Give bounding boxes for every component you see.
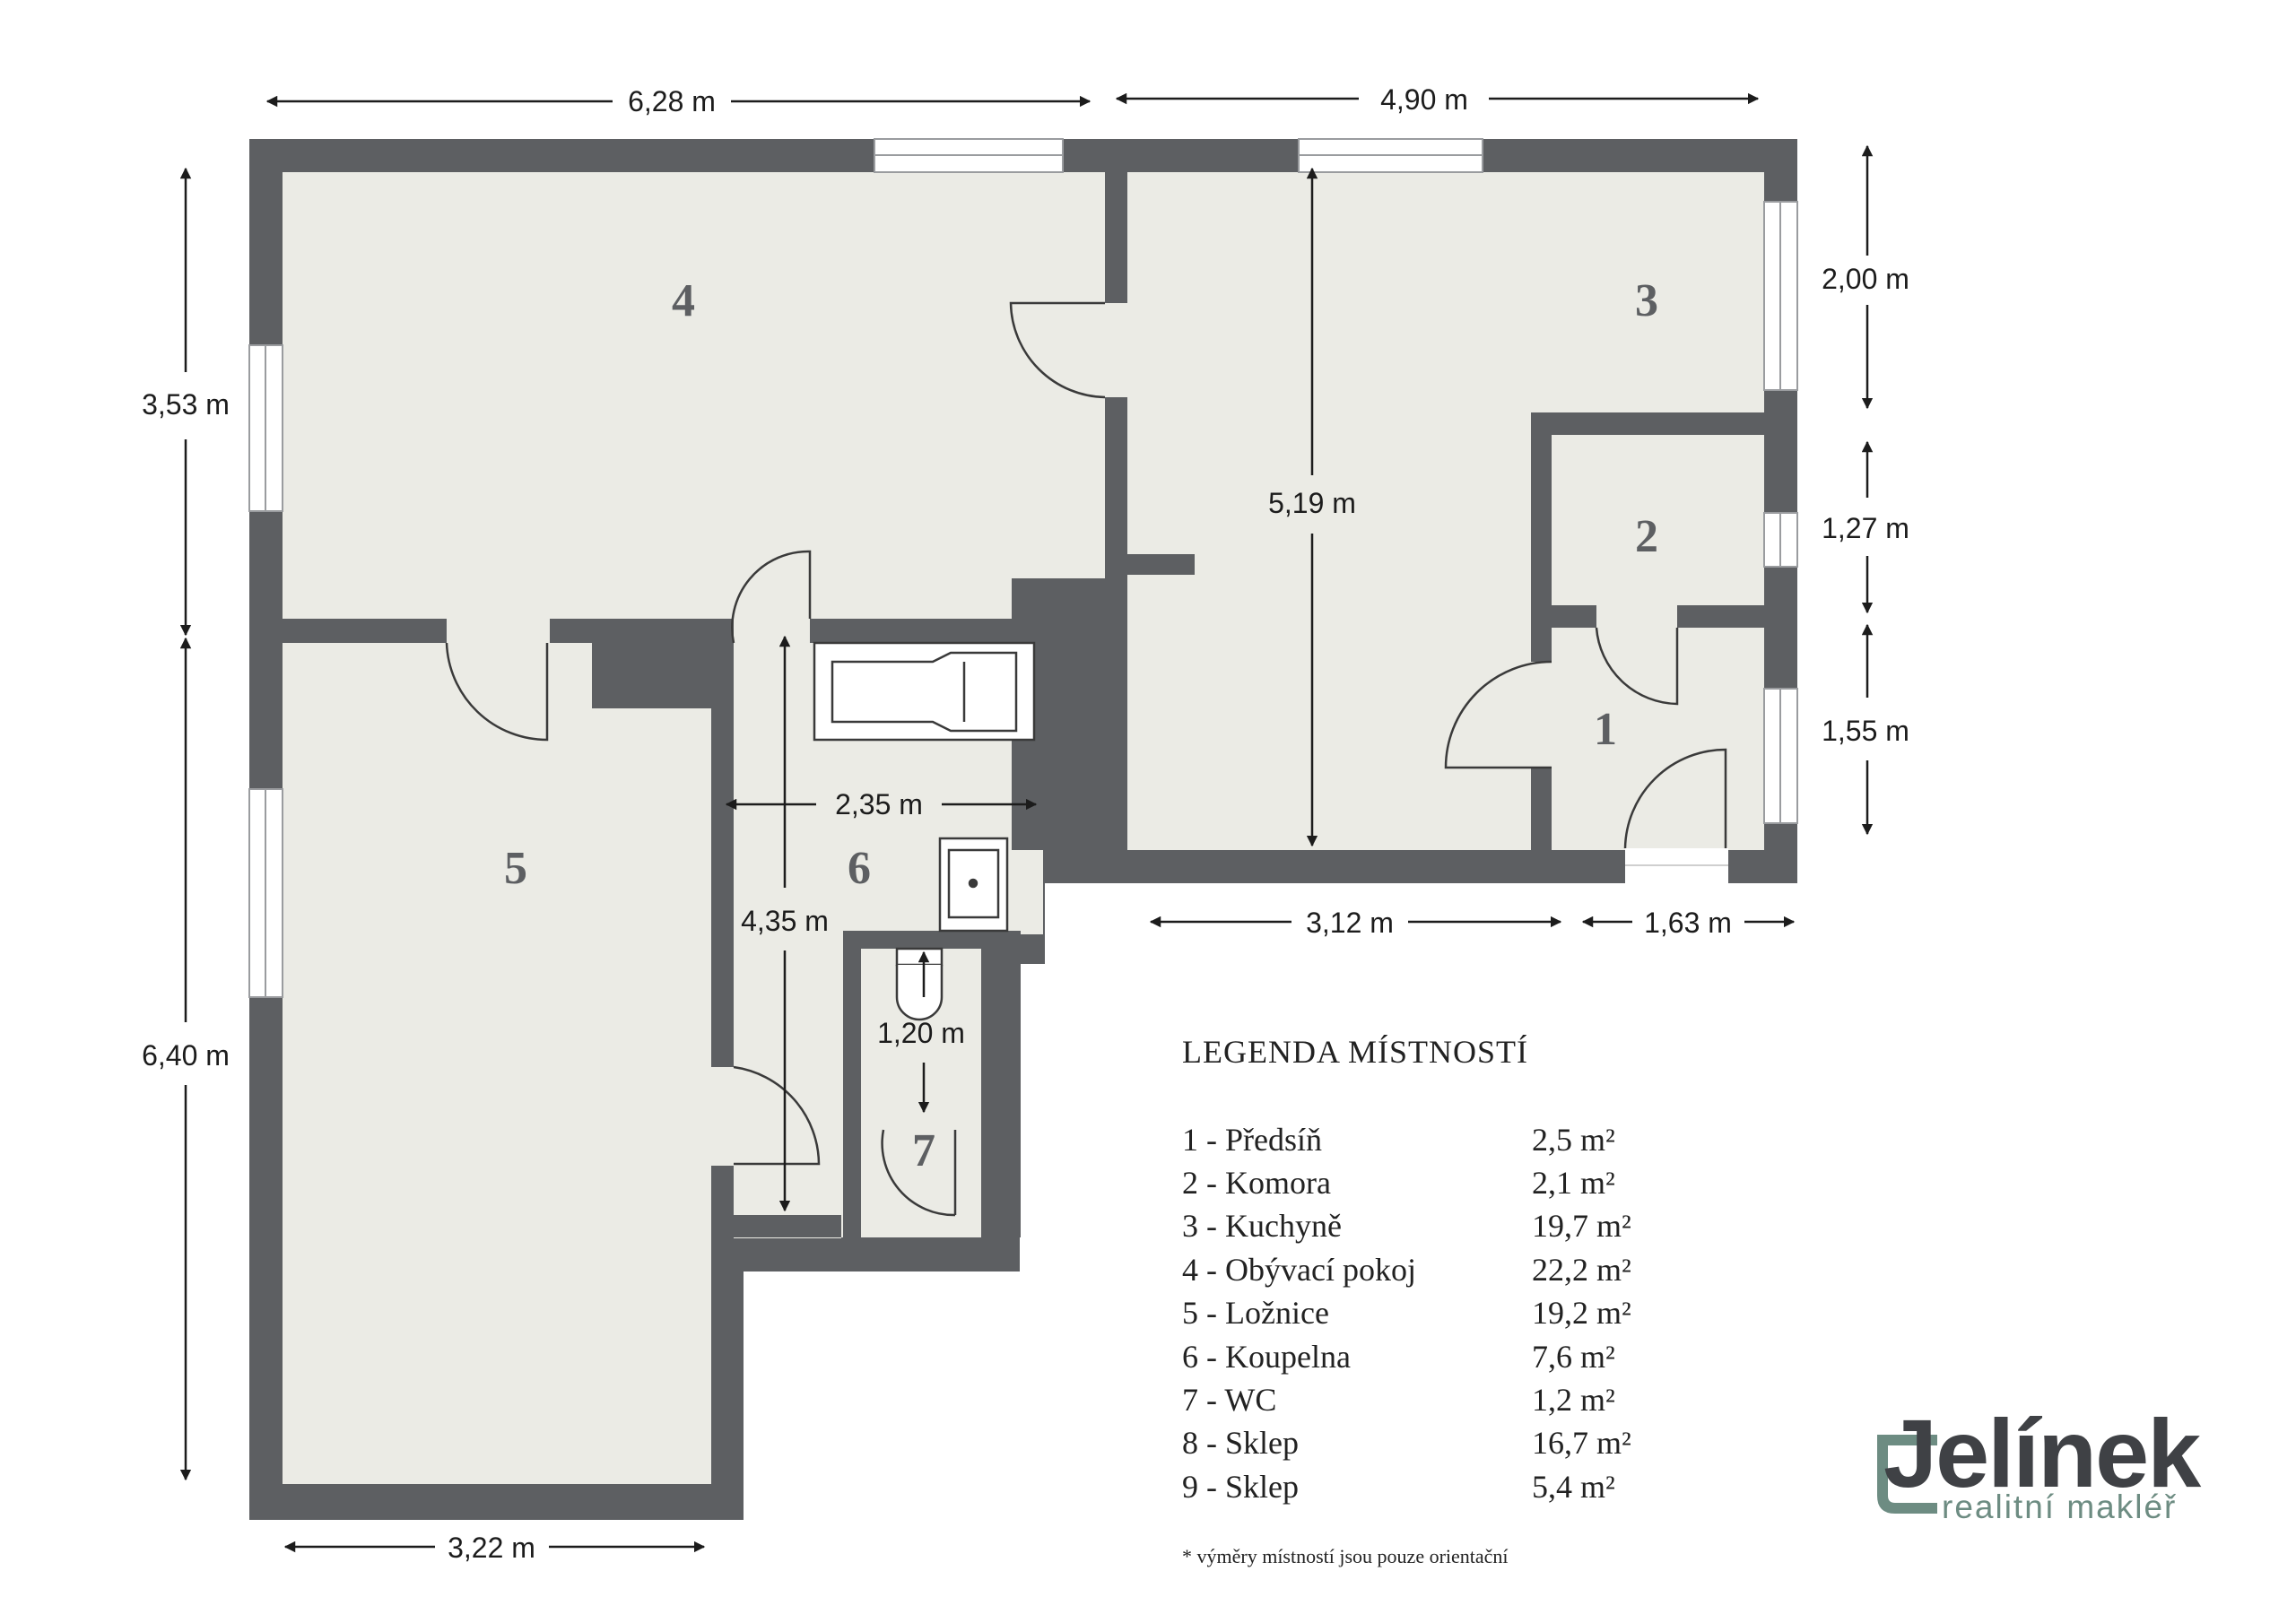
- floor-room-4: [283, 172, 1105, 619]
- dim-bottom-mid: 3,12 m: [1306, 907, 1394, 939]
- windows: [248, 138, 1798, 998]
- doors: [445, 301, 1728, 1217]
- dim-kitchen-height: 5,19 m: [1268, 487, 1356, 519]
- room-number-5: 5: [504, 843, 527, 894]
- door-bathroom: [731, 550, 812, 644]
- legend-item-area: 1,2 m²: [1532, 1382, 1615, 1418]
- interior-walls: [283, 172, 1764, 1484]
- legend-item-label: 2 - Komora: [1182, 1165, 1331, 1201]
- floor-room-5: [283, 643, 711, 1484]
- brand-mark-icon: [1877, 1435, 1937, 1514]
- legend-item-label: 6 - Koupelna: [1182, 1339, 1351, 1375]
- legend-footnote: * výměry místností jsou pouze orientační: [1182, 1545, 1509, 1567]
- floor-room-1: [1552, 628, 1764, 850]
- legend-item-area: 2,1 m²: [1532, 1165, 1615, 1201]
- toilet-icon: [895, 947, 944, 1021]
- dim-right-1: 2,00 m: [1822, 263, 1909, 295]
- brand-name: Jelínek: [1883, 1399, 2202, 1507]
- floor-room-2: [1552, 435, 1764, 605]
- legend-item-area: 22,2 m²: [1532, 1252, 1631, 1288]
- dim-bottom-left: 3,22 m: [448, 1532, 535, 1564]
- room-number-2: 2: [1635, 511, 1658, 562]
- door-wc: [881, 1129, 957, 1217]
- room-floors: [283, 172, 1764, 1484]
- door-bath-bedroom: [733, 1065, 821, 1166]
- legend-list: 1 - Předsíň 2,5 m² 2 - Komora 2,1 m² 3 -…: [1182, 1122, 1631, 1505]
- floor-room-3-lower: [1127, 412, 1531, 850]
- legend-item-area: 2,5 m²: [1532, 1122, 1615, 1158]
- door-entrance: [1623, 748, 1727, 849]
- room-number-4: 4: [672, 275, 695, 326]
- door-bedroom: [445, 642, 549, 742]
- floor-room-3: [1127, 172, 1764, 412]
- legend-item-area: 16,7 m²: [1532, 1425, 1631, 1461]
- legend-item-label: 1 - Předsíň: [1182, 1122, 1322, 1158]
- dim-left-lower: 6,40 m: [142, 1039, 230, 1072]
- dim-bath-width: 2,35 m: [835, 788, 923, 820]
- door-storage: [1595, 627, 1679, 706]
- dim-bottom-right: 1,63 m: [1644, 907, 1732, 939]
- fixtures: [813, 641, 1036, 1021]
- room-number-1: 1: [1594, 704, 1617, 755]
- door-living-kitchen: [1009, 301, 1106, 399]
- brand-logo: Jelínek realitní makléř: [1877, 1399, 2204, 1525]
- legend-item-area: 7,6 m²: [1532, 1339, 1615, 1375]
- bathtub-icon: [813, 641, 1036, 742]
- legend-item-label: 7 - WC: [1182, 1382, 1276, 1418]
- room-number-3: 3: [1635, 275, 1658, 326]
- dimension-lines: [179, 92, 1874, 1553]
- legend-item-area: 19,7 m²: [1532, 1208, 1631, 1244]
- legend-item-label: 9 - Sklep: [1182, 1469, 1299, 1505]
- dim-right-3: 1,55 m: [1822, 715, 1909, 747]
- room-labels: 4 3 2 1 5 6 7: [504, 275, 1658, 1176]
- legend-title: LEGENDA MÍSTNOSTÍ: [1182, 1034, 1528, 1070]
- legend-item-label: 8 - Sklep: [1182, 1425, 1299, 1461]
- legend-item-label: 3 - Kuchyně: [1182, 1208, 1342, 1244]
- brand-tagline: realitní makléř: [1942, 1488, 2177, 1525]
- legend-item-area: 19,2 m²: [1532, 1295, 1631, 1331]
- dim-top-right: 4,90 m: [1380, 83, 1468, 116]
- room-number-7: 7: [912, 1125, 935, 1176]
- dim-right-2: 1,27 m: [1822, 512, 1909, 544]
- dim-bath-height: 4,35 m: [741, 905, 829, 937]
- dim-wc-height: 1,20 m: [877, 1017, 965, 1049]
- dimension-labels: 6,28 m 4,90 m 3,53 m 6,40 m 2,00 m 1,27 …: [142, 83, 1909, 1564]
- sink-icon: [938, 837, 1009, 933]
- legend-item-label: 4 - Obývací pokoj: [1182, 1252, 1416, 1288]
- legend: LEGENDA MÍSTNOSTÍ 1 - Předsíň 2,5 m² 2 -…: [1182, 1034, 1631, 1567]
- door-kitchen-hall: [1444, 660, 1552, 769]
- dim-left-upper: 3,53 m: [142, 388, 230, 421]
- legend-item-area: 5,4 m²: [1532, 1469, 1615, 1505]
- legend-item-label: 5 - Ložnice: [1182, 1295, 1329, 1331]
- room-number-6: 6: [848, 843, 871, 894]
- dim-top-left: 6,28 m: [628, 85, 716, 117]
